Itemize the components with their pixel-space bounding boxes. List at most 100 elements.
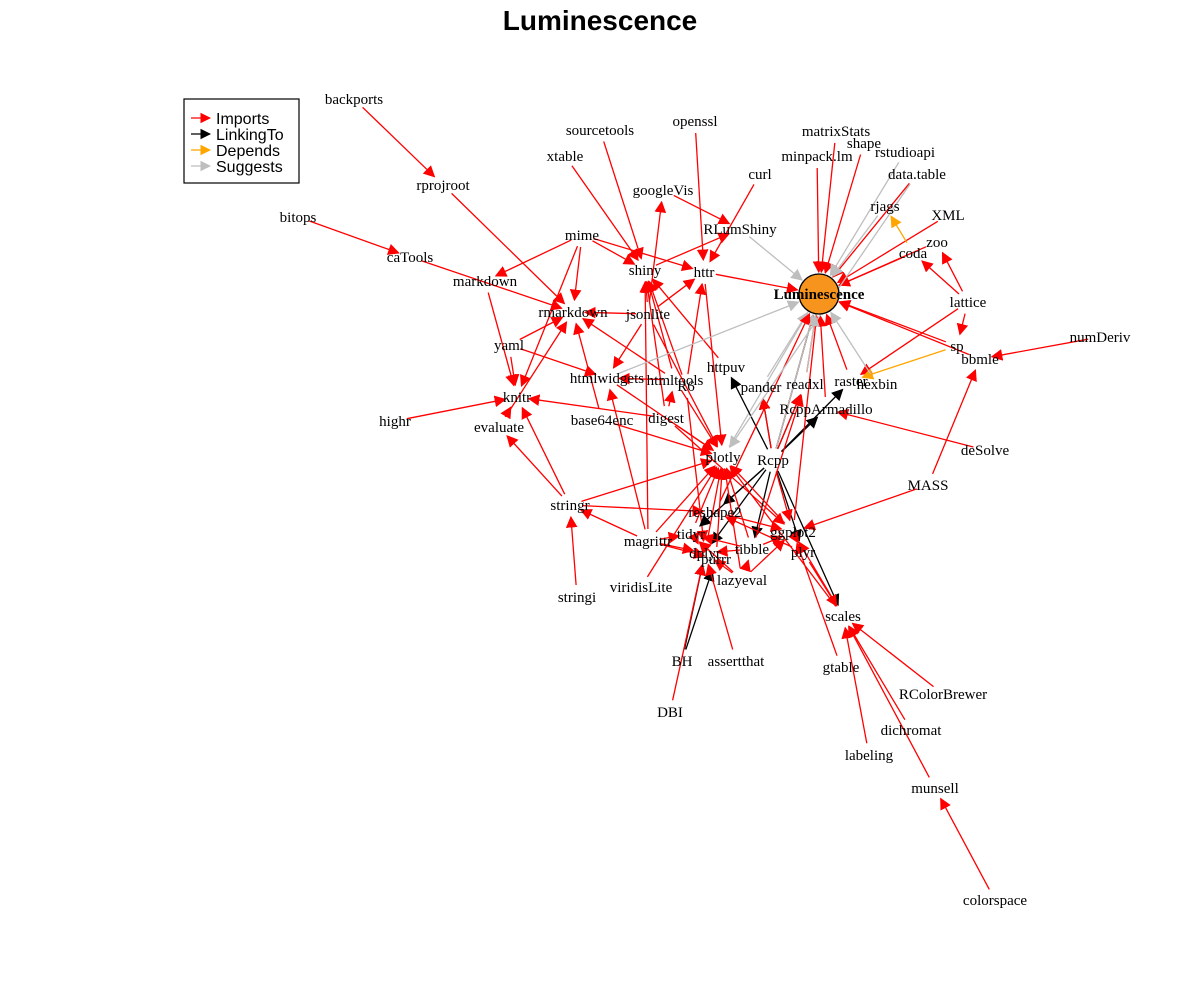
edge-rcpp-to-ggplot2-imports [775,471,793,522]
edge-magrittr-to-plotly-imports [655,465,716,533]
node-label-knitr: knitr [503,390,531,406]
edge-yaml-to-knitr-imports [507,356,520,387]
edge-assertthat-to-dplyr-imports [705,563,734,650]
edge-mass-to-ggplot2-imports [803,488,917,531]
node-label-luminescence: Luminescence [774,287,865,303]
edge-scales-to-plotly-imports [729,465,837,607]
node-label-minpack-lm: minpack.lm [781,149,853,165]
node-label-shiny: shiny [629,263,662,279]
edge-lazyeval-to-tidyr-imports [699,541,734,573]
node-label-googlevis: googleVis [633,183,694,199]
edge-scales-to-ggplot2-imports [798,541,838,607]
edge-lattice-to-sp-imports [956,313,969,336]
edge-rcpp-to-tidyr-linkingto [699,467,765,527]
edge-lattice-to-coda-imports [921,260,960,295]
edge-raster-to-luminescence-imports [824,313,848,370]
node-label-httpuv: httpuv [707,360,746,376]
node-label-rmarkdown: rmarkdown [538,305,608,321]
node-label-coda: coda [899,246,928,262]
edge-data-table-to-luminescence-imports [832,182,910,278]
edge-rprojroot-to-rmarkdown-imports [451,192,566,305]
node-label-yaml: yaml [494,338,524,354]
edge-colorspace-to-munsell-imports [940,797,990,890]
edge-r6-to-shiny-imports [646,280,683,375]
center-node-circle [798,273,840,315]
edge-httpuv-to-shiny-imports [651,278,719,359]
node-label-plyr: plyr [791,545,815,561]
node-label-desolve: deSolve [961,443,1010,459]
node-label-htmlwidgets: htmlwidgets [570,371,644,387]
node-label-xtable: xtable [547,149,584,165]
edge-rcpp-to-httpuv-linkingto [730,376,769,450]
edge-tibble-to-readxl-imports [755,394,804,538]
edge-shiny-to-rlumshiny-imports [655,232,731,266]
node-label-hexbin: hexbin [857,377,898,393]
edge-digest-to-shiny-imports [642,280,665,407]
edge-bitops-to-catools-imports [309,220,400,255]
edge-rstudioapi-to-luminescence-suggests [829,161,900,277]
edge-httr-to-plotly-imports [704,283,727,447]
node-label-purrr: purrr [701,552,731,568]
edge-stringr-to-reshape2-imports [581,504,705,517]
node-label-reshape2: reshape2 [688,505,741,521]
nodes-layer: LuminescencebackportsrprojrootbitopscaTo… [280,92,1131,909]
node-label-highr: highr [379,414,411,430]
edge-rcpp-to-luminescence-suggests [775,314,816,449]
edge-tibble-to-ggplot2-imports [762,535,783,547]
edge-mime-to-knitr-imports [519,245,579,387]
edge-dbi-to-dplyr-imports [671,563,706,701]
edge-sp-to-luminescence-imports [838,300,947,343]
edge-digest-to-knitr-imports [527,394,655,417]
edge-yaml-to-htmlwidgets-imports [520,348,597,377]
edge-markdown-to-knitr-imports [487,292,517,387]
edge-purrr-to-plotly-imports [715,467,728,548]
node-label-jsonlite: jsonlite [625,307,671,323]
edge-sourcetools-to-shiny-imports [603,141,644,260]
node-label-colorspace: colorspace [963,893,1027,909]
edge-mime-to-markdown-imports [494,239,572,277]
node-label-rcpp: Rcpp [757,453,789,469]
edge-catools-to-rmarkdown-imports [421,260,563,311]
node-label-stringi: stringi [558,590,596,606]
node-label-pander: pander [741,380,782,396]
edge-base64enc-to-rmarkdown-imports [573,322,600,409]
edge-bbmle-to-luminescence-imports [838,300,970,356]
node-label-sourcetools: sourcetools [566,123,634,139]
node-label-backports: backports [325,92,383,108]
node-label-xml: XML [931,208,964,224]
edge-httr-to-luminescence-imports [715,273,799,294]
edge-htmltools-to-shiny-imports [645,280,673,369]
edge-hexbin-to-luminescence-suggests [830,311,872,375]
edge-htmltools-to-plotly-imports [680,389,718,448]
node-label-munsell: munsell [911,781,959,797]
edge-xml-to-luminescence-imports [836,220,939,284]
edge-plotly-to-luminescence-suggests [728,311,809,448]
legend-entry-imports: Imports [191,111,269,128]
edge-lazyeval-to-dplyr-imports [713,559,733,574]
node-label-ggplot2: ggplot2 [770,525,816,541]
edge-backports-to-rprojroot-imports [362,106,436,178]
node-label-zoo: zoo [926,235,948,251]
node-label-tidyr: tidyr [677,527,705,543]
edge-magrittr-to-stringr-imports [579,509,638,537]
edge-lazyeval-to-tibble-imports [739,559,751,573]
edge-rcpp-to-rcpparmadillo-linkingto [781,416,819,453]
edge-ggplot2-to-luminescence-imports [793,314,822,521]
edge-rcpp-to-plyr-linkingto [776,471,802,542]
node-label-mime: mime [565,228,600,244]
edge-desolve-to-rcpparmadillo-imports [836,408,974,448]
edge-numderiv-to-bbmle-imports [990,338,1089,361]
node-label-tibble: tibble [735,542,770,558]
edge-magrittr-to-dplyr-imports [659,542,695,555]
edge-magrittr-to-tidyr-imports [659,531,681,544]
edge-stringr-to-evaluate-imports [506,435,563,497]
edge-base64enc-to-plotly-imports [613,422,713,457]
edge-plyr-to-ggplot2-imports [788,530,799,544]
edge-rcpp-to-scales-linkingto [777,470,840,607]
legend-label-imports: Imports [216,111,269,128]
node-label-rcolorbrewer: RColorBrewer [899,687,987,703]
edge-pander-to-luminescence-suggests [766,311,809,378]
edge-minpack-lm-to-luminescence-imports [812,167,825,274]
legend-entry-depends: Depends [191,143,280,160]
edge-labeling-to-scales-imports [841,626,868,744]
